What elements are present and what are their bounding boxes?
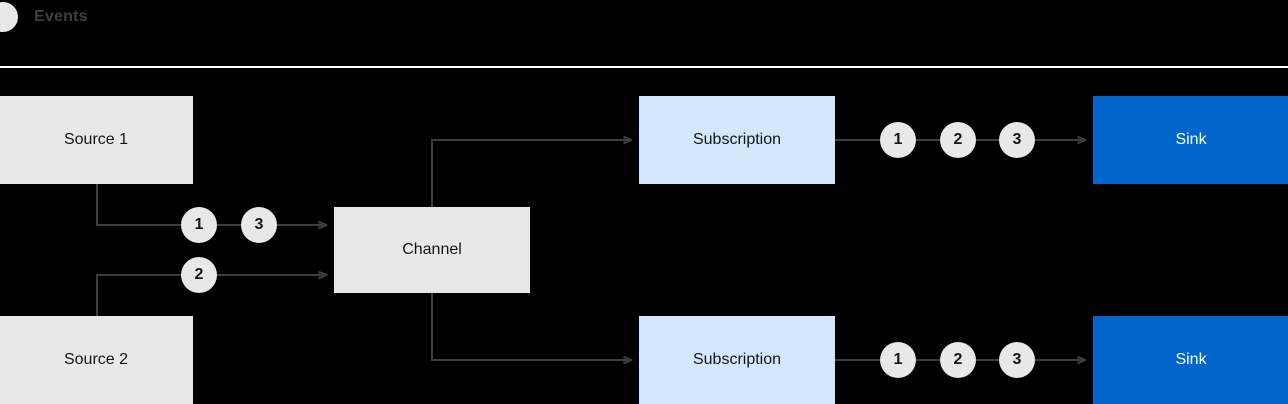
legend: Events xyxy=(0,0,100,34)
node-source-2: Source 2 xyxy=(0,316,193,404)
event-token: 1 xyxy=(181,207,217,243)
node-sink-1-label: Sink xyxy=(1175,131,1207,148)
event-token: 1 xyxy=(880,342,916,378)
event-token: 3 xyxy=(999,122,1035,158)
event-token: 2 xyxy=(181,257,217,293)
node-channel: Channel xyxy=(334,207,530,293)
node-channel-label: Channel xyxy=(402,241,462,258)
node-subscription-1: Subscription xyxy=(639,96,835,184)
event-token: 2 xyxy=(940,342,976,378)
event-token: 3 xyxy=(241,207,277,243)
node-source-2-label: Source 2 xyxy=(63,351,129,368)
node-sink-2: Sink xyxy=(1093,316,1288,404)
legend-label: Events xyxy=(34,8,88,25)
node-subscription-2: Subscription xyxy=(639,316,835,404)
node-source-1: Source 1 xyxy=(0,96,193,184)
node-subscription-1-label: Subscription xyxy=(692,131,782,148)
event-token: 3 xyxy=(999,342,1035,378)
event-token: 2 xyxy=(940,122,976,158)
node-subscription-2-label: Subscription xyxy=(692,351,782,368)
divider xyxy=(0,66,1288,68)
event-dot-icon xyxy=(0,2,18,32)
node-sink-2-label: Sink xyxy=(1175,351,1207,368)
node-sink-1: Sink xyxy=(1093,96,1288,184)
node-source-1-label: Source 1 xyxy=(63,131,129,148)
event-token: 1 xyxy=(880,122,916,158)
